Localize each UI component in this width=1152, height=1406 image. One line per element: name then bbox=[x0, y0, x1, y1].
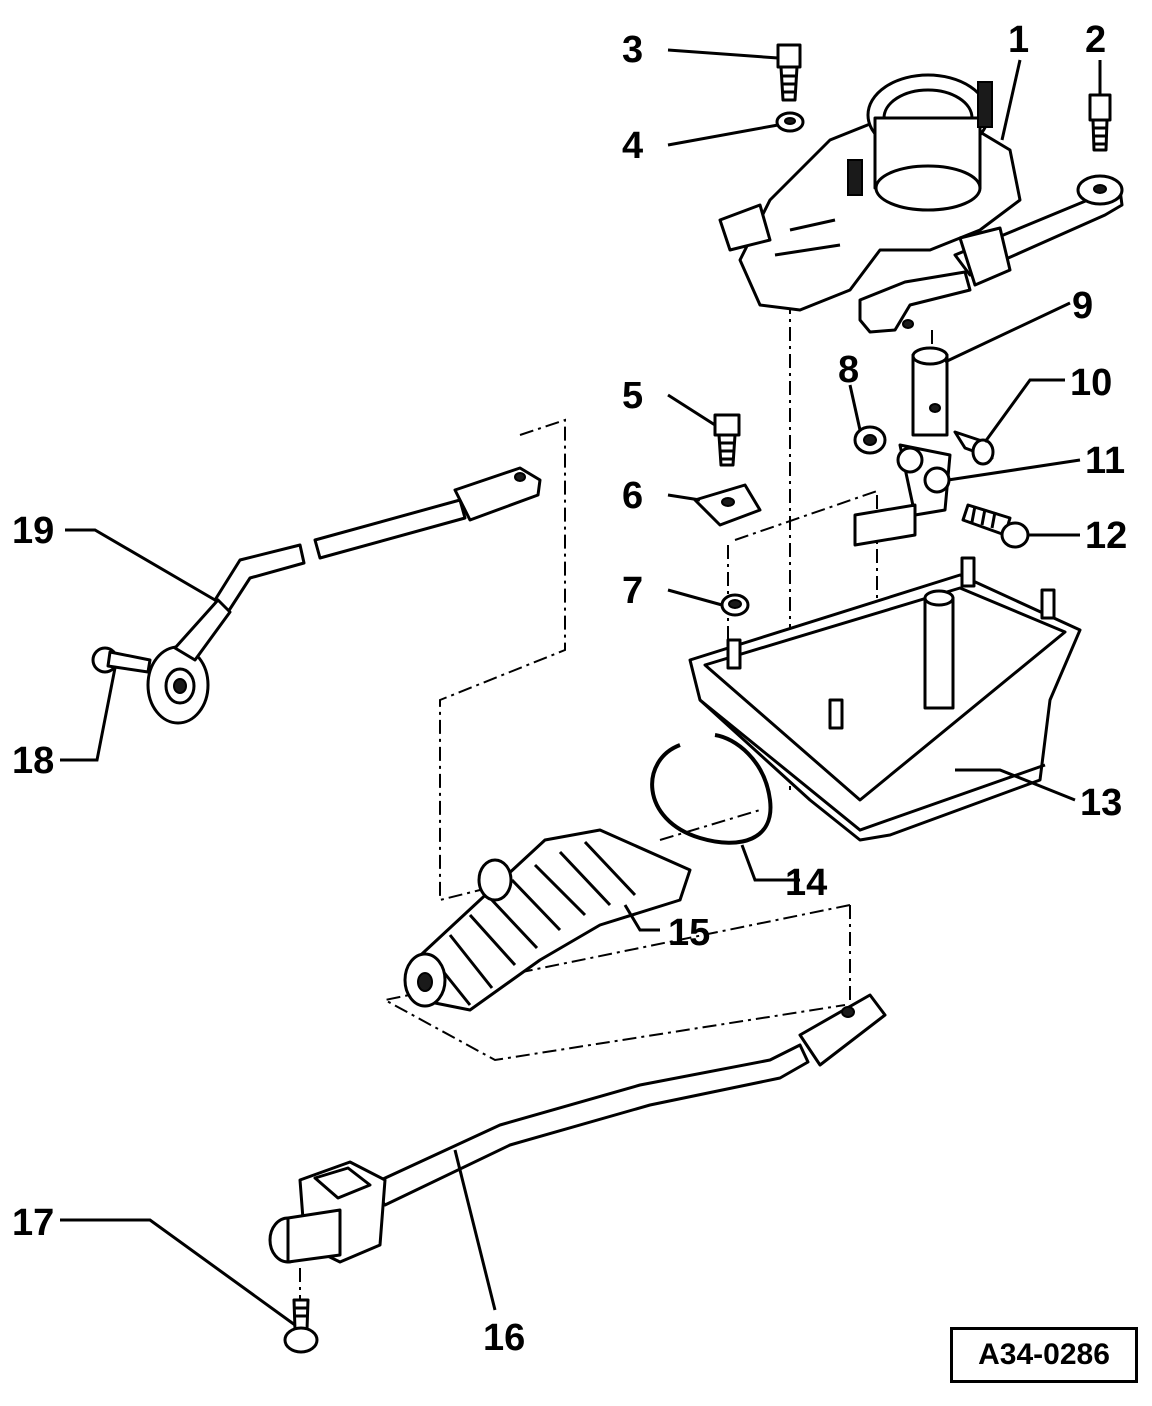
callout-2: 2 bbox=[1085, 19, 1106, 61]
part-16-shift-rod bbox=[368, 993, 887, 1207]
part-2-screw bbox=[1088, 93, 1112, 152]
part-12-bolt bbox=[961, 503, 1030, 549]
leader-lines bbox=[60, 48, 1102, 1327]
callout-10: 10 bbox=[1070, 362, 1112, 404]
callout-13: 13 bbox=[1080, 782, 1122, 824]
part-1-shift-housing bbox=[718, 73, 1022, 312]
part-13-housing-tray bbox=[688, 556, 1082, 842]
callout-15: 15 bbox=[668, 912, 710, 954]
part-9-sleeve bbox=[911, 346, 949, 437]
part-3-screw bbox=[776, 43, 802, 102]
part-1-shift-rod bbox=[858, 174, 1124, 334]
part-14-retaining-ring bbox=[650, 733, 773, 845]
callout-12: 12 bbox=[1085, 515, 1127, 557]
callout-17: 17 bbox=[12, 1202, 54, 1244]
part-18-bolt bbox=[91, 646, 152, 674]
callout-5: 5 bbox=[622, 375, 643, 417]
callout-3: 3 bbox=[622, 29, 643, 71]
part-15-rubber-boot bbox=[403, 828, 692, 1012]
part-16-joint-clevis bbox=[268, 1160, 387, 1264]
callout-9: 9 bbox=[1072, 285, 1093, 327]
part-17-screw bbox=[283, 1298, 319, 1354]
callout-7: 7 bbox=[622, 570, 643, 612]
part-5-screw bbox=[713, 413, 741, 467]
callout-14: 14 bbox=[785, 862, 827, 904]
part-7-nut bbox=[720, 593, 750, 617]
part-19-selector-rod bbox=[146, 466, 542, 725]
callout-11: 11 bbox=[1085, 440, 1125, 482]
part-8-nut bbox=[853, 425, 887, 455]
callout-4: 4 bbox=[622, 125, 643, 167]
callout-16: 16 bbox=[483, 1317, 525, 1359]
callout-8: 8 bbox=[838, 349, 859, 391]
callout-labels: 3 1 2 4 9 8 5 10 11 6 12 19 7 18 13 14 1… bbox=[12, 19, 1127, 1359]
reference-code: A34-0286 bbox=[978, 1338, 1110, 1371]
part-4-washer bbox=[775, 111, 805, 133]
callout-19: 19 bbox=[12, 510, 54, 552]
part-6-clamp-plate bbox=[693, 483, 762, 527]
callout-18: 18 bbox=[12, 740, 54, 782]
part-11-lever-joint bbox=[853, 443, 952, 547]
reference-code-box: A34-0286 bbox=[950, 1327, 1138, 1383]
callout-6: 6 bbox=[622, 475, 643, 517]
callout-1: 1 bbox=[1008, 19, 1029, 61]
part-10-pin bbox=[953, 430, 995, 466]
